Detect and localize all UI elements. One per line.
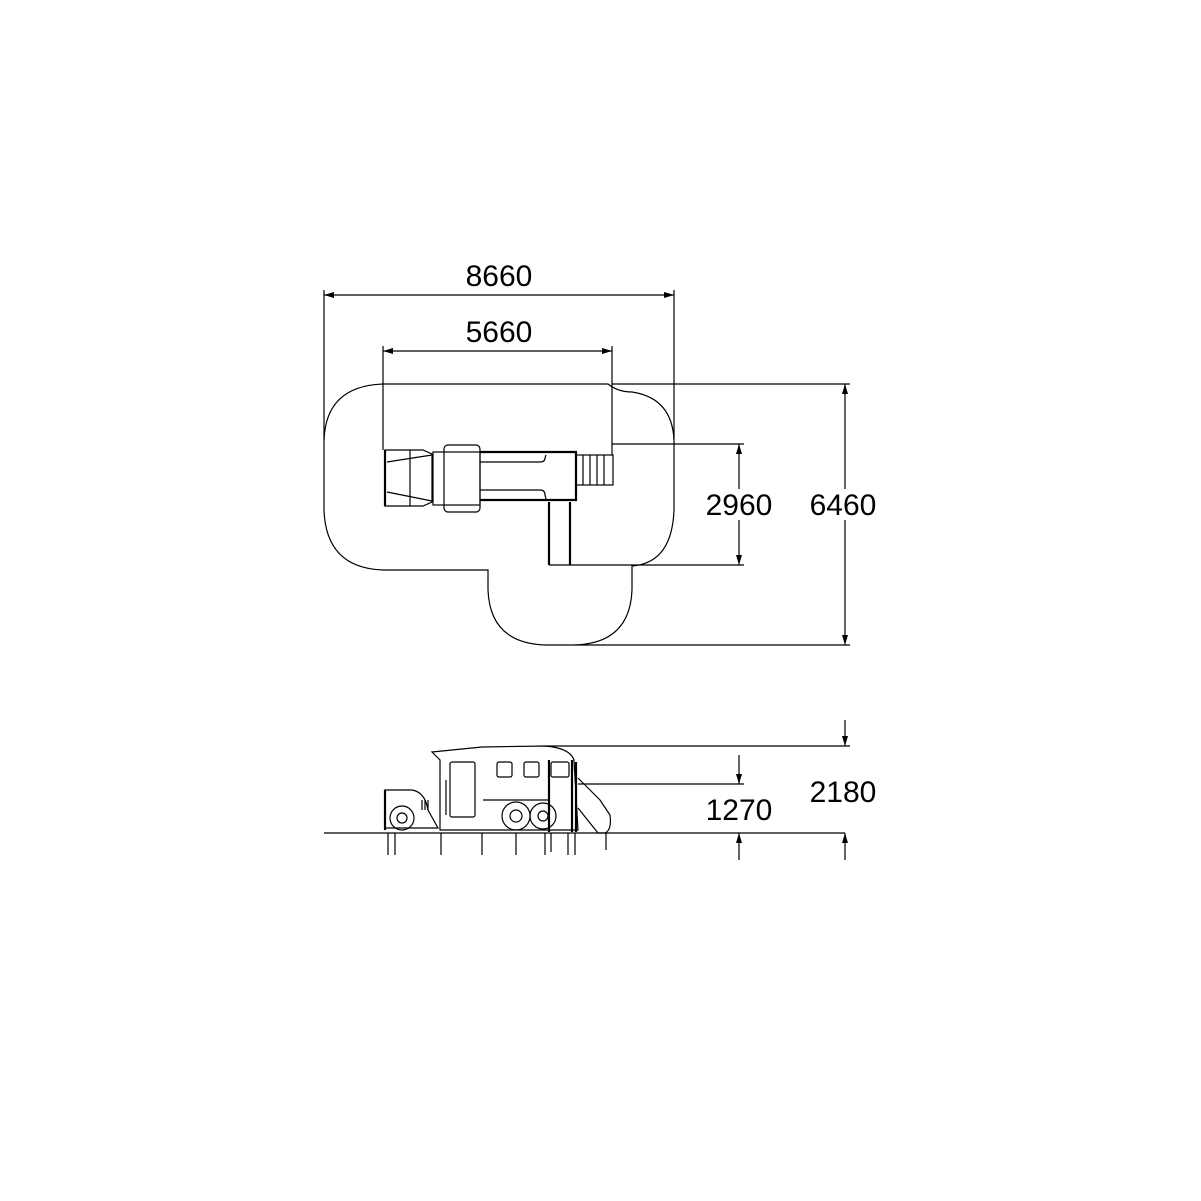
dimension-label-2960: 2960 [706,489,773,522]
dimension-overall-length: 8660 [323,260,675,440]
dimension-label-1270: 1270 [706,794,773,827]
dimension-overall-height: 2180 [545,720,876,860]
dimension-structure-length: 5660 [382,316,613,455]
side-view: 2180 1270 [324,720,876,860]
plan-view: 8660 5660 2960 6460 [323,260,877,646]
dimension-label-8660: 8660 [466,260,533,293]
dimension-label-6460: 6460 [810,489,877,522]
dimension-structure-width: 2960 [570,443,773,566]
safety-zone-outline [323,383,675,646]
dimension-label-2180: 2180 [810,776,877,809]
dimension-platform-height: 1270 [578,755,772,860]
truck-elevation [383,745,612,855]
dimension-overall-width: 6460 [575,383,877,646]
playhouse-plan [383,444,614,566]
dimension-label-5660: 5660 [466,316,533,349]
